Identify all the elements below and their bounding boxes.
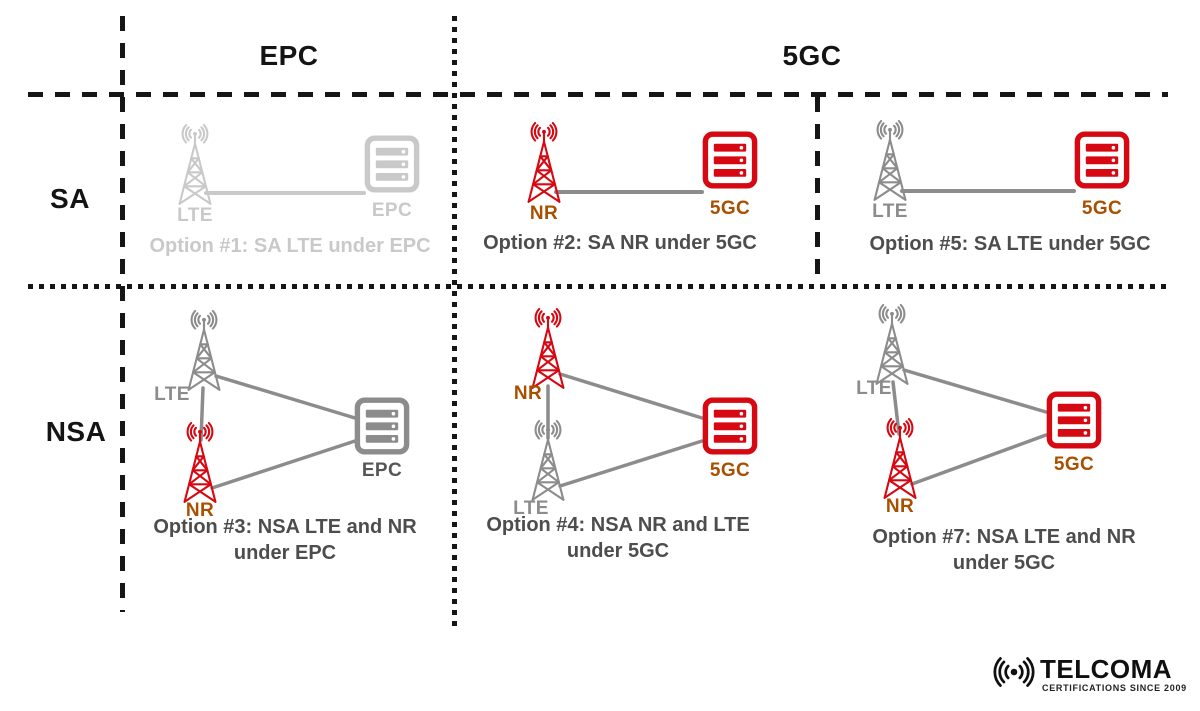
divider-horizontal-top [28, 92, 1168, 97]
lte-label: LTE [513, 498, 549, 519]
caption-option-7: Option #7: NSA LTE and NR under 5GC [848, 524, 1160, 576]
caption-option-4: Option #4: NSA NR and LTE under 5GC [468, 512, 768, 564]
link-opt3-nr-epc [210, 439, 357, 490]
epc-core-icon [352, 396, 412, 461]
5gc-label: 5GC [1053, 454, 1095, 475]
link-opt3-lte-epc [214, 374, 357, 420]
row-header-sa: SA [50, 183, 90, 214]
lte-tower-icon [855, 120, 925, 209]
divider-vertical-center [452, 16, 457, 632]
logo-tagline: CERTIFICATIONS SINCE 2009 [1042, 683, 1187, 693]
link-opt4-nr-5gc [558, 372, 704, 420]
nr-label: NR [529, 203, 559, 224]
caption-line-2: under 5GC [566, 540, 670, 562]
link-opt4-lte-5gc [558, 439, 704, 488]
divider-vertical-left [120, 16, 125, 612]
nr-label: NR [885, 496, 915, 517]
row-header-nsa: NSA [45, 416, 107, 447]
5gc-core-icon [1044, 390, 1104, 455]
nr-tower-icon [865, 418, 935, 507]
caption-line-1: Option #4: NSA NR and LTE [486, 514, 750, 536]
5gc-core-icon [700, 396, 760, 461]
lte-tower-icon [160, 124, 230, 213]
lte-label: LTE [177, 205, 213, 226]
link-opt7-lte-nr [891, 380, 901, 436]
nr-tower-icon [165, 422, 235, 511]
epc-label: EPC [361, 460, 403, 481]
logo-name: TELCOMA [1040, 654, 1173, 684]
divider-vertical-right-short [815, 97, 820, 285]
link-opt7-lte-5gc [902, 368, 1048, 414]
lte-label: LTE [872, 201, 908, 222]
divider-horizontal-middle [28, 284, 1168, 289]
caption-option-3: Option #3: NSA LTE and NR under EPC [130, 514, 440, 566]
epc-label: EPC [371, 200, 413, 221]
column-header-epc: EPC [259, 40, 319, 71]
5gc-core-icon [1072, 130, 1132, 195]
link-opt7-nr-5gc [910, 433, 1048, 486]
lte-label: LTE [154, 384, 190, 405]
caption-option-1: Option #1: SA LTE under EPC [149, 235, 431, 257]
caption-line-1: Option #3: NSA LTE and NR [153, 516, 417, 538]
lte-tower-icon [513, 420, 583, 509]
caption-option-2: Option #2: SA NR under 5GC [483, 232, 757, 254]
5gc-core-icon [700, 130, 760, 195]
epc-core-icon [362, 134, 422, 199]
telcoma-logo: TELCOMA CERTIFICATIONS SINCE 2009 [992, 648, 1188, 700]
lte-label: LTE [856, 378, 892, 399]
caption-option-5: Option #5: SA LTE under 5GC [869, 233, 1151, 255]
column-header-5gc: 5GC [782, 40, 842, 71]
caption-line-2: under 5GC [952, 552, 1056, 574]
5gc-label: 5GC [1081, 198, 1123, 219]
caption-line-2: under EPC [233, 542, 337, 564]
nr-tower-icon [509, 122, 579, 211]
nr-label: NR [185, 500, 215, 521]
nr-label: NR [513, 383, 543, 404]
5gc-label: 5GC [709, 198, 751, 219]
caption-line-1: Option #7: NSA LTE and NR [872, 526, 1136, 548]
5gc-label: 5GC [709, 460, 751, 481]
